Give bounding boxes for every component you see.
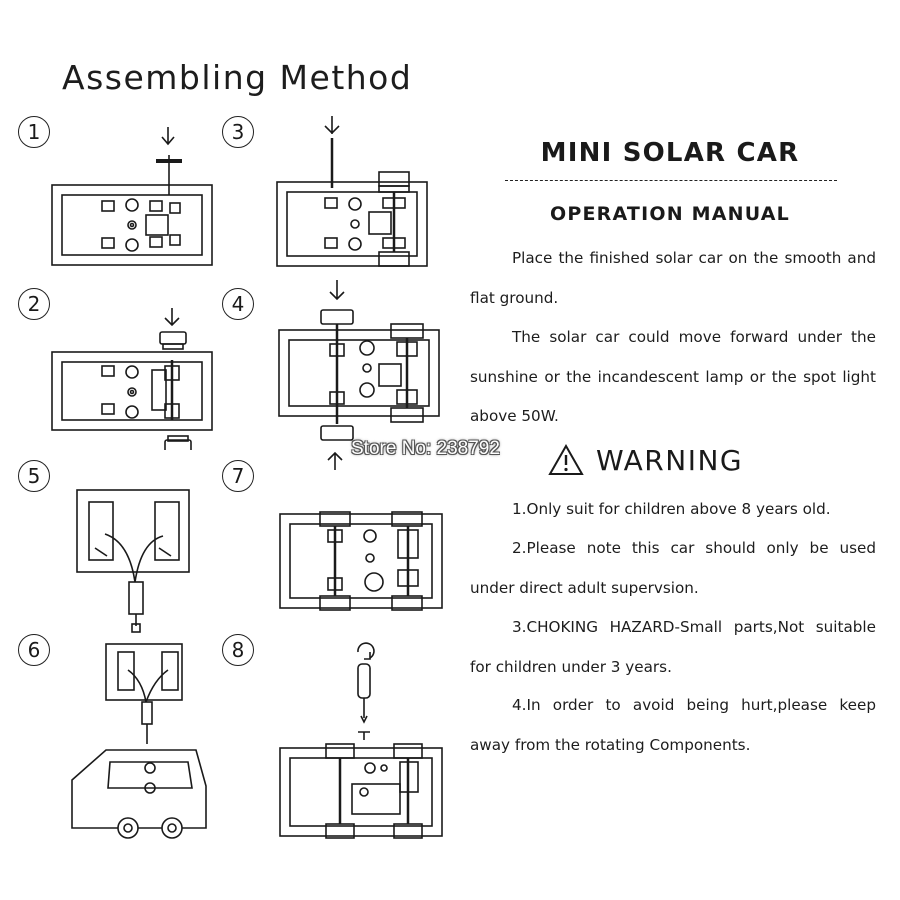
warning-triangle-icon xyxy=(548,444,584,475)
manual-title: MINI SOLAR CAR xyxy=(540,138,800,168)
step-number-2: 2 xyxy=(18,288,50,320)
warning-item-1: 1.Only suit for children above 8 years o… xyxy=(512,500,831,518)
step-number-8: 8 xyxy=(222,634,254,666)
store-watermark: Store No: 238792 xyxy=(351,438,500,459)
down-arrow-icon xyxy=(329,280,345,301)
warning-item-3: 3.CHOKING HAZARD-Small parts,Not suitabl… xyxy=(470,618,876,676)
title-divider xyxy=(505,180,837,181)
up-arrow-icon xyxy=(327,451,343,470)
down-arrow-icon xyxy=(164,308,180,327)
screwdriver-icon xyxy=(357,663,371,699)
manual-subtitle: OPERATION MANUAL xyxy=(550,203,790,225)
step-number-4: 4 xyxy=(222,288,254,320)
step-number-5: 5 xyxy=(18,460,50,492)
down-arrow-icon xyxy=(324,116,340,135)
paragraph-placement: Place the finished solar car on the smoo… xyxy=(470,249,876,307)
step-number-6: 6 xyxy=(18,634,50,666)
rotate-arrow-icon xyxy=(357,642,375,659)
down-arrow-icon xyxy=(161,127,175,146)
step-4-diagram xyxy=(275,280,445,470)
step-5-diagram xyxy=(75,488,195,638)
step-6-diagram xyxy=(70,640,210,840)
step-1-diagram xyxy=(50,125,220,275)
warning-label: WARNING xyxy=(596,443,744,477)
step-number-3: 3 xyxy=(222,116,254,148)
warning-item-2: 2.Please note this car should only be us… xyxy=(470,539,876,597)
step-number-7: 7 xyxy=(222,460,254,492)
page-title: Assembling Method xyxy=(62,58,413,97)
step-7-diagram xyxy=(278,500,448,620)
step-8-diagram xyxy=(278,640,448,850)
step-2-diagram xyxy=(50,300,220,450)
step-3-diagram xyxy=(275,112,445,272)
paragraph-movement: The solar car could move forward under t… xyxy=(470,328,876,425)
warning-item-4: 4.In order to avoid being hurt,please ke… xyxy=(470,696,876,754)
warning-heading: WARNING xyxy=(548,440,743,480)
step-number-1: 1 xyxy=(18,116,50,148)
